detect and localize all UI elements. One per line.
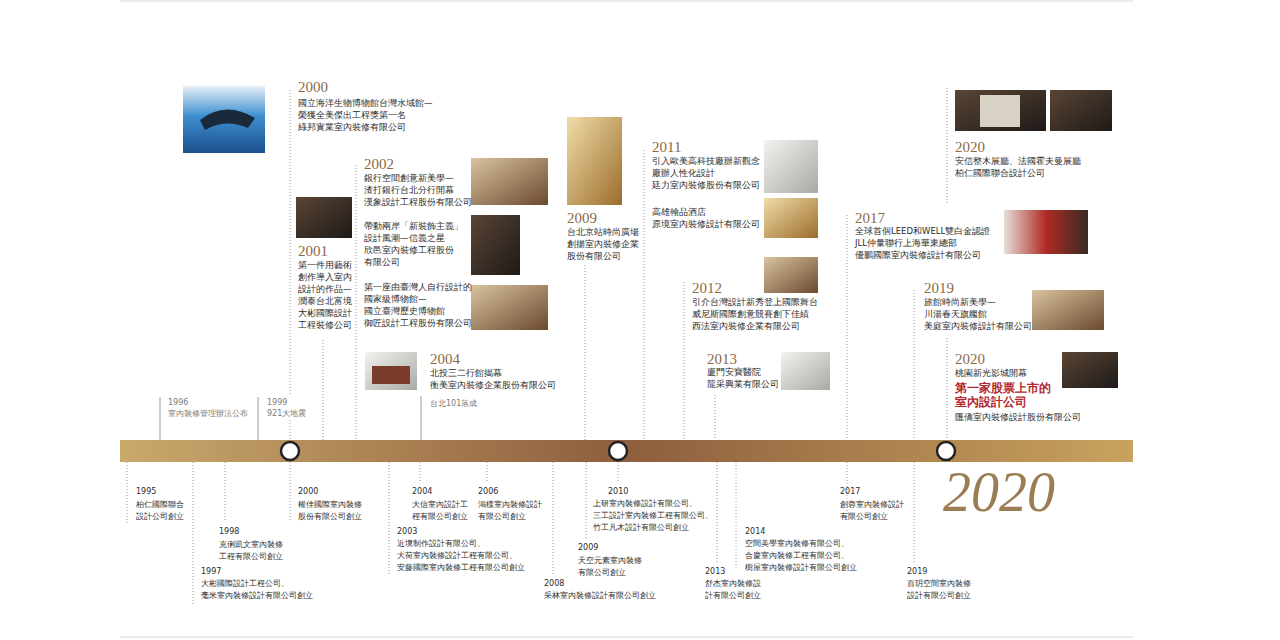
milestone-text: 安信整木展廳、法國霍夫曼展廳 柏仁國際聯合設計公司 <box>955 155 1083 179</box>
event-note: 921大地震 <box>267 408 309 419</box>
year-label: 2004 <box>430 351 462 367</box>
milestone-text: 引介台灣設計新秀登上國際舞台 威尼斯國際創意競賽創下佳績 西法室內裝修企業有限公… <box>692 296 820 332</box>
founding-year: 2019 <box>907 566 930 578</box>
year-label: 2020 <box>955 351 987 367</box>
event-year: 1996 <box>168 397 191 408</box>
year-label: 2001 <box>298 243 330 259</box>
founding-text: 百玥空間室內裝修 設計有限公司創立 <box>907 578 973 602</box>
year-label: 2017 <box>855 210 887 226</box>
year-label: 2009 <box>567 210 599 226</box>
founding-year: 2013 <box>705 566 728 578</box>
year-label: 2013 <box>707 351 739 367</box>
founding-text: 大信室內設計工 程有限公司創立 <box>412 499 470 523</box>
milestone-text: 銀行空間創意新美學— 渣打銀行台北分行開幕 漢象設計工程股份有限公司 <box>364 172 474 208</box>
year-label: 2002 <box>364 156 396 172</box>
milestone-text: 台北京站時尚廣場 創揚室內裝修企業 股份有限公司 <box>567 226 641 262</box>
founding-year: 2008 <box>544 578 567 590</box>
founding-year: 2003 <box>397 526 420 538</box>
milestone-text: 第一座由臺灣人自行設計的 國家級博物館— 國立臺灣歷史博物館 御匠設計工程股份有… <box>364 281 474 329</box>
milestone-text: 旅館時尚新美學— 川湯春天旗艦館 美庭室內裝修設計有限公司 <box>924 296 1034 332</box>
milestone-text: 國立海洋生物博物館台灣水域館— 榮獲全美傑出工程獎第一名 綠邦實業室內裝修有限公… <box>298 97 435 133</box>
founding-text: 克俐凱文室內裝修 工程有限公司創立 <box>219 539 285 563</box>
year-label: 2019 <box>924 280 956 296</box>
founding-text: 鴻樣室內裝修設計 有限公司創立 <box>478 499 544 523</box>
milestone-text: 全球首個LEED和WELL雙白金認證 JLL仲量聯行上海華東總部 優鵬國際室內裝… <box>855 225 993 261</box>
founding-year: 2014 <box>745 526 768 538</box>
year-label: 2000 <box>298 79 330 95</box>
milestone-text: 引入歐美高科技廠辦新觀念 廠辦人性化設計 廷力室內裝修股份有限公司 <box>652 155 762 191</box>
milestone-text: 桃園新光影城開幕 <box>955 367 1029 379</box>
year-label: 2020 <box>955 139 987 155</box>
founding-text: 創蓉室內裝修設計 有限公司創立 <box>840 499 906 523</box>
milestone-text: 北投三二行館揭幕 衡美室內裝修企業股份有限公司 <box>430 367 558 391</box>
founding-text: 柏仁國際聯合 設計公司創立 <box>136 499 186 523</box>
founding-year: 2010 <box>608 486 631 498</box>
milestone-text: 匯僑室內裝修設計股份有限公司 <box>955 411 1083 423</box>
big-year: 2020 <box>943 462 1057 522</box>
founding-year: 2017 <box>840 486 863 498</box>
milestone-text: 帶動兩岸「新裝飾主義」 設計風潮—信義之星 欣邑室內裝修工程股份 有限公司 <box>364 220 465 268</box>
founding-year: 2000 <box>298 486 321 498</box>
founding-text: 天空元素室內裝修 有限公司創立 <box>578 555 644 579</box>
event-note: 台北101落成 <box>430 398 480 409</box>
milestone-text: 廈門安寶醫院 龍采興業有限公司 <box>707 366 781 390</box>
founding-year: 2009 <box>578 542 601 554</box>
founding-year: 2006 <box>478 486 501 498</box>
founding-year: 1998 <box>219 526 242 538</box>
founding-year: 1995 <box>136 486 159 498</box>
founding-year: 1997 <box>201 566 224 578</box>
founding-text: 大彬國際設計工程公司、 毫米室內裝修設計有限公司創立 <box>201 578 315 602</box>
founding-text: 權佳國際室內裝修 股份有限公司創立 <box>298 499 364 523</box>
founding-text: 上研室內裝修設計有限公司、 三工設計室內裝修工程有限公司、 竹工凡木設計有限公司… <box>593 498 715 534</box>
founding-text: 舒杰室內裝修設 計有限公司創立 <box>705 578 763 602</box>
year-label: 2012 <box>692 280 724 296</box>
highlight-text: 第一家股票上市的 室內設計公司 <box>955 381 1053 409</box>
event-year: 1999 <box>267 397 290 408</box>
milestone-text: 高雄翰品酒店 原境室內裝修設計有限公司 <box>652 206 762 230</box>
founding-text: 采林室內裝修設計有限公司創立 <box>544 590 658 602</box>
founding-year: 2004 <box>412 486 435 498</box>
founding-text: 近境制作設計有限公司、 大荷室內裝修設計工程有限公司、 安藤國際室內裝修工程有限… <box>397 538 527 574</box>
event-note: 室內裝修管理辦法公布 <box>168 408 250 419</box>
milestone-text: 第一件用藝術 創作導入室內 設計的作品— 潤泰台北富境 大彬國際設計 工程裝修公… <box>298 259 354 331</box>
founding-text: 空間美學室內裝修有限公司、 合慶室內裝修工程有限公司、 樹屋室內裝修設計有限公司… <box>745 538 859 574</box>
year-label: 2011 <box>652 139 684 155</box>
